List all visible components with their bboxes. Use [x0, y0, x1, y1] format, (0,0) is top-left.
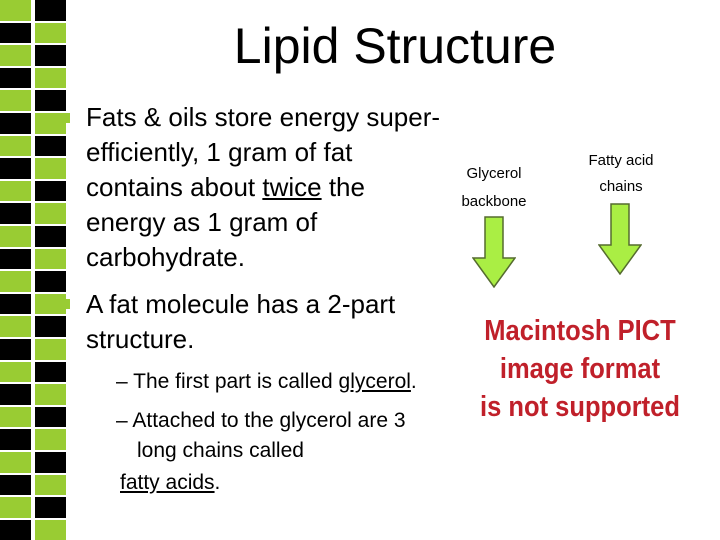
bullet-marker — [60, 113, 70, 123]
stripe-block — [35, 158, 66, 179]
stripe-block — [35, 248, 66, 270]
stripe-block — [0, 271, 31, 292]
placeholder-line-1: Macintosh PICT — [484, 315, 676, 347]
placeholder-line-3: is not supported — [480, 391, 680, 423]
stripe-block — [0, 67, 31, 89]
text: contains about — [86, 172, 263, 202]
stripe-block — [0, 429, 31, 450]
stripe-block — [0, 158, 31, 179]
sub-bullet-attached-line-1: – Attached to the glycerol are 3 — [116, 409, 406, 432]
stripe-block — [35, 406, 66, 428]
bullet-1-line-1: Fats & oils store energy super- — [86, 102, 441, 132]
stripe-block — [0, 113, 31, 134]
text: the — [321, 172, 365, 202]
stripe-block — [35, 203, 66, 224]
bullet-2-line-1: A fat molecule has a 2-part — [86, 289, 396, 319]
stripe-block — [0, 90, 31, 111]
stripe-block — [0, 248, 31, 270]
text: . — [410, 370, 417, 393]
bullet-2-line-2: structure. — [86, 324, 195, 354]
label-fatty-line-2: chains — [599, 178, 643, 195]
label-glycerol-line-1: Glycerol — [466, 165, 522, 182]
stripe-block — [0, 180, 31, 202]
stripe-block — [0, 406, 31, 428]
stripe-block — [35, 339, 66, 360]
term-glycerol: glycerol — [338, 370, 411, 393]
stripe-block — [0, 22, 31, 44]
stripe-block — [35, 45, 66, 66]
glycerol-down-arrow — [472, 216, 516, 288]
emphasis-twice: twice — [262, 172, 322, 202]
stripe-block — [35, 293, 66, 315]
stripe-block — [0, 135, 31, 157]
stripe-block — [35, 519, 66, 540]
stripe-block — [35, 497, 66, 518]
sub-bullet-attached-line-2: long chains called — [137, 439, 304, 462]
stripe-block — [0, 45, 31, 66]
stripe-block — [35, 452, 66, 473]
bullet-1-line-3: contains about twice the — [86, 170, 365, 205]
stripe-block — [35, 67, 66, 89]
bullet-1-line-2: efficiently, 1 gram of fat — [86, 137, 353, 167]
bullet-marker — [60, 299, 70, 309]
bullet-1-line-4: energy as 1 gram of — [86, 207, 318, 237]
stripe-block — [0, 203, 31, 224]
bullet-1-line-5: carbohydrate. — [86, 242, 245, 272]
stripe-block — [0, 226, 31, 247]
sub-bullet-glycerol: – The first part is called glycerol. — [116, 367, 417, 397]
decorative-stripe — [0, 0, 70, 540]
stripe-block — [35, 0, 66, 21]
stripe-block — [35, 22, 66, 44]
stripe-block — [35, 135, 66, 157]
term-fatty-acids: fatty acids — [120, 471, 215, 494]
stripe-block — [0, 384, 31, 405]
stripe-block — [0, 316, 31, 337]
text: – The first part is called — [116, 370, 339, 393]
placeholder-line-2: image format — [499, 353, 661, 385]
stripe-block — [35, 226, 66, 247]
stripe-block — [35, 361, 66, 383]
stripe-block — [0, 0, 31, 21]
label-glycerol-line-2: backbone — [461, 193, 527, 210]
stripe-block — [0, 293, 31, 315]
stripe-block — [0, 474, 31, 496]
stripe-block — [35, 384, 66, 405]
slide-title: Lipid Structure — [233, 18, 557, 74]
text: . — [214, 471, 221, 494]
stripe-block — [35, 180, 66, 202]
label-fatty-line-1: Fatty acid — [588, 152, 654, 169]
stripe-block — [35, 429, 66, 450]
stripe-block — [35, 316, 66, 337]
stripe-block — [0, 497, 31, 518]
stripe-block — [35, 474, 66, 496]
stripe-block — [0, 452, 31, 473]
stripe-block — [35, 113, 66, 134]
unsupported-image-placeholder: Macintosh PICT image format is not suppo… — [476, 312, 684, 426]
stripe-block — [0, 361, 31, 383]
stripe-block — [35, 90, 66, 111]
stripe-block — [0, 519, 31, 540]
stripe-block — [0, 339, 31, 360]
fatty-acid-down-arrow — [598, 203, 642, 275]
sub-bullet-attached-line-3: fatty acids. — [120, 468, 220, 498]
stripe-block — [35, 271, 66, 292]
